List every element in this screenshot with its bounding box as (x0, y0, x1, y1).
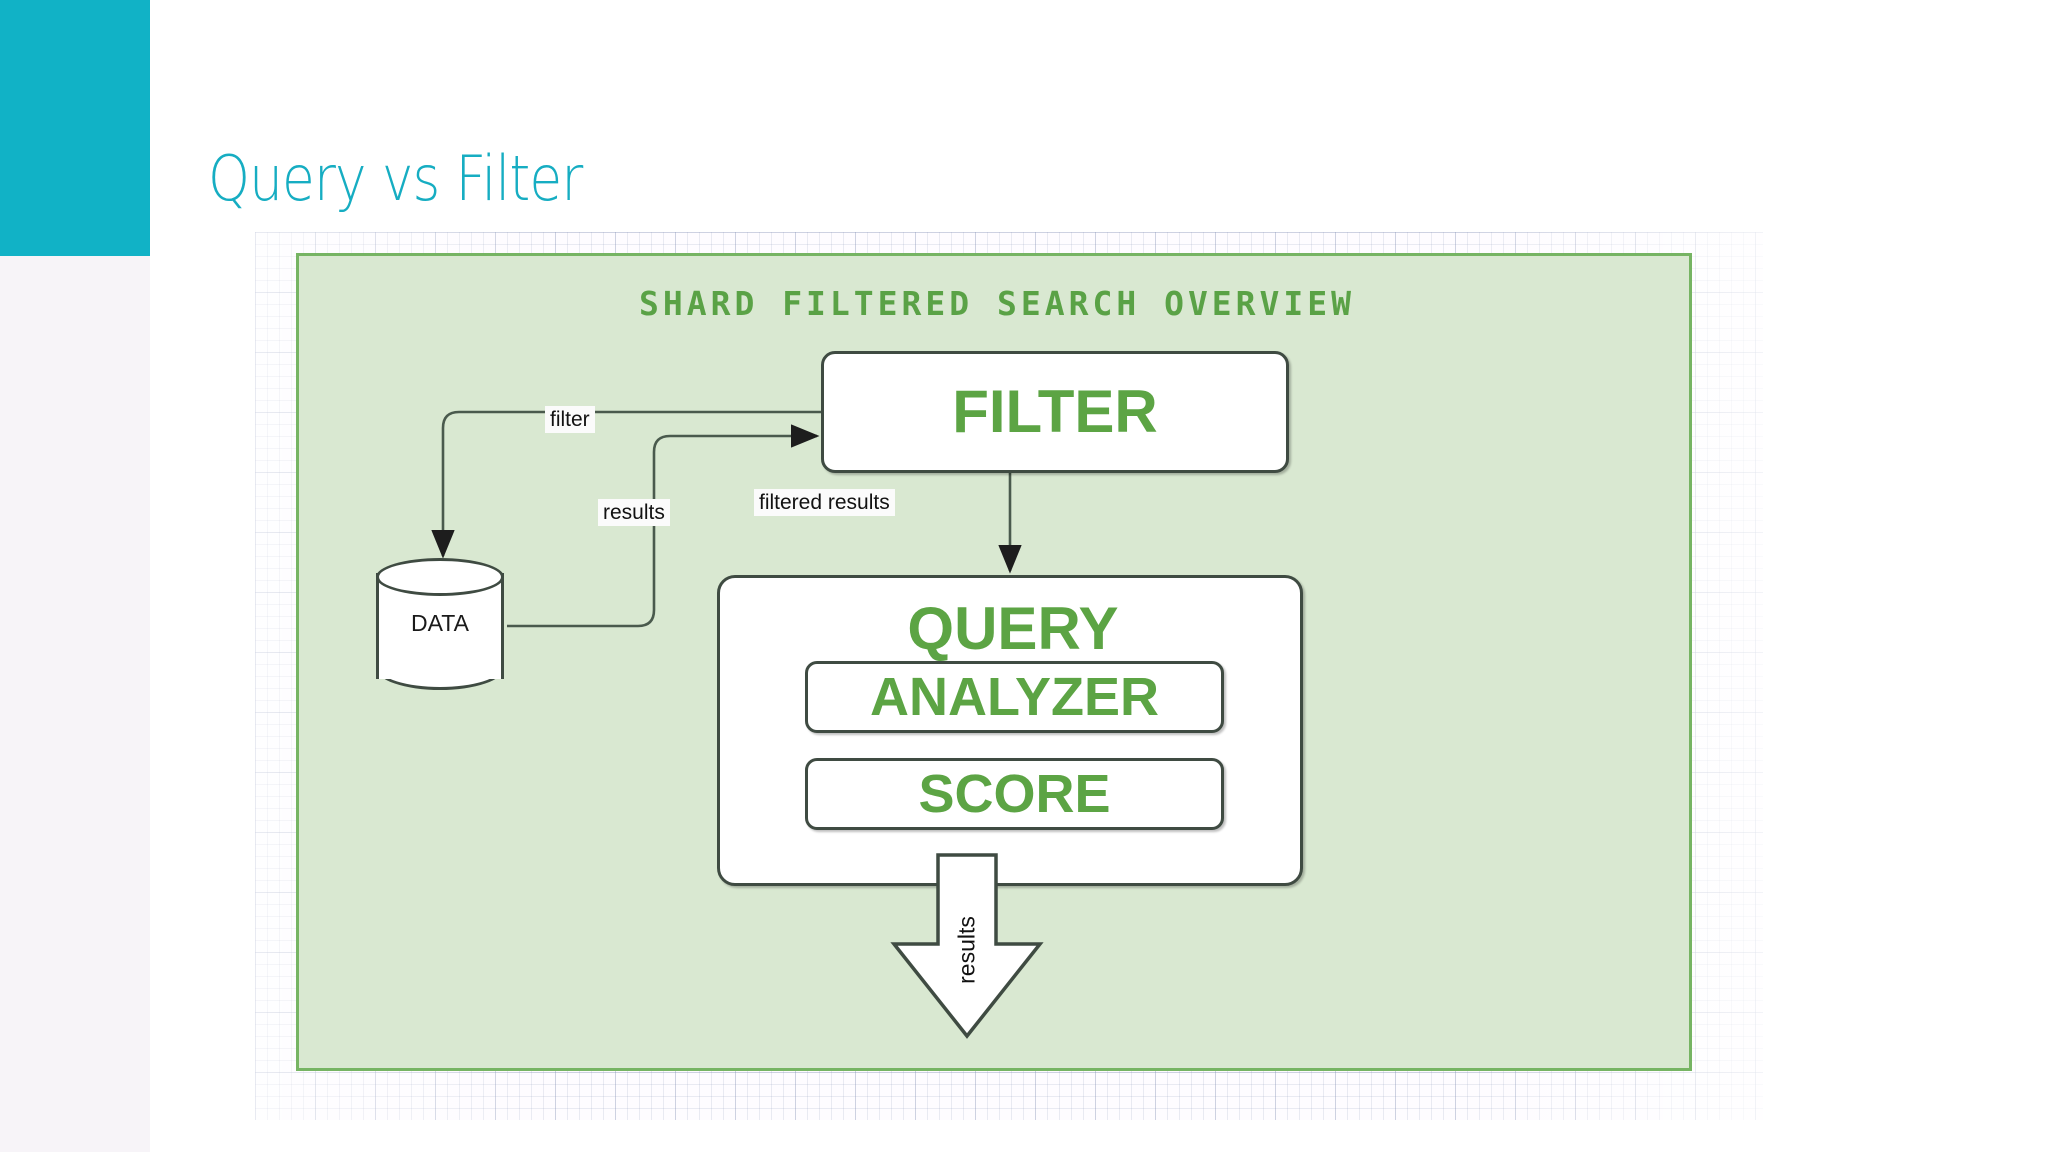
node-score[interactable]: SCORE (805, 758, 1224, 830)
connector-layer (431, 410, 1022, 628)
edge-filter-path (431, 410, 821, 559)
edge-label-results: results (598, 499, 670, 527)
accent-color-block (0, 0, 150, 256)
edge-label-filtered-results: filtered results (754, 489, 895, 517)
diagram-title: SHARD FILTERED SEARCH OVERVIEW (638, 284, 1356, 323)
node-data-cylinder[interactable]: DATA (376, 558, 504, 694)
edge-results-path (507, 424, 820, 628)
page-title: Query vs Filter (208, 142, 583, 215)
cylinder-top-ellipse (376, 558, 504, 596)
node-score-label: SCORE (918, 764, 1111, 824)
node-filter-label: FILTER (952, 378, 1158, 445)
output-arrow-label: results (953, 915, 980, 984)
node-data-label: DATA (411, 610, 469, 636)
node-analyzer-label: ANALYZER (869, 667, 1160, 727)
output-results-arrow: results (888, 852, 1046, 1040)
node-filter[interactable]: FILTER (821, 351, 1289, 473)
node-query-label: QUERY (907, 595, 1119, 662)
diagram-panel: SHARD FILTERED SEARCH OVERVIEW FILTER QU… (296, 253, 1692, 1071)
node-analyzer[interactable]: ANALYZER (805, 661, 1224, 733)
edge-label-filter: filter (545, 406, 595, 434)
output-arrow-shape (890, 853, 1044, 1039)
